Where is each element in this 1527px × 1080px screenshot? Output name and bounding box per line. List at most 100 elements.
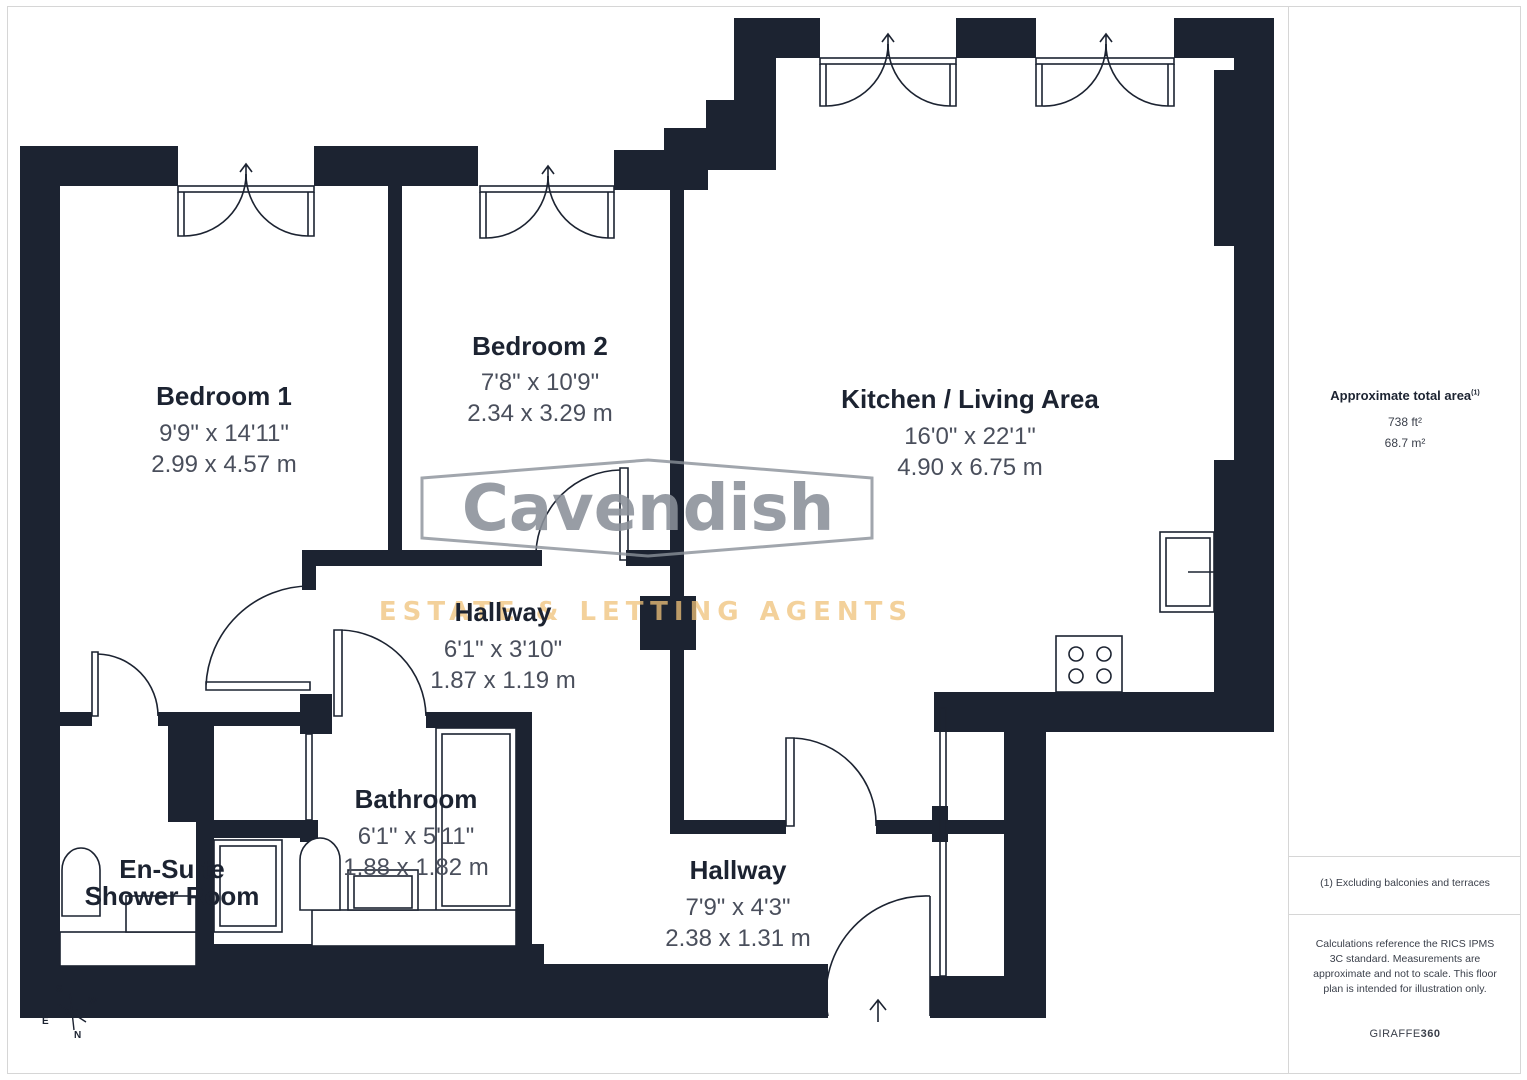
- floor-plan: Cavendish ESTATE & LETTING AGENTS Bedroo…: [20, 18, 1274, 1041]
- wall-step-1: [614, 150, 670, 190]
- kitchen-name: Kitchen / Living Area: [841, 384, 1099, 414]
- bedroom1-name: Bedroom 1: [156, 381, 292, 411]
- door-leaf-bed1-r: [245, 173, 315, 237]
- wall-top-between: [314, 146, 478, 186]
- arrow-bed2: [541, 164, 555, 184]
- area-title-text: Approximate total area: [1330, 388, 1472, 403]
- door-ensuite: [91, 651, 159, 717]
- hallway-lower-metric: 2.38 x 1.31 m: [665, 925, 810, 952]
- bathroom-basin-inner: [353, 875, 413, 909]
- door-cupboard-right: [939, 707, 947, 977]
- wall-right-notch-bottom: [1214, 460, 1244, 710]
- wall-right-notch-top: [1214, 70, 1244, 246]
- wall-bath-left-col2: [300, 820, 318, 842]
- door-entrance: [825, 895, 931, 1017]
- door-leaf-k1-l: [819, 43, 889, 107]
- wall-bath-right-low: [530, 944, 544, 974]
- wall-bottom-bath: [196, 944, 544, 974]
- area-ft: 738 ft²: [1387, 415, 1423, 429]
- watermark-tagline: ESTATE & LETTING AGENTS: [379, 597, 913, 627]
- wall-top-bedroom1: [20, 146, 178, 186]
- watermark: Cavendish ESTATE & LETTING AGENTS: [379, 458, 913, 627]
- entrance-arrow: [869, 998, 887, 1022]
- area-note: (1) Excluding balconies and terraces: [1320, 877, 1490, 889]
- wall-left: [20, 146, 60, 1018]
- bath-tub-inner: [441, 733, 511, 907]
- fixtures: [59, 531, 1215, 967]
- internal-doors: [91, 467, 947, 1022]
- wall-hall-left-stub: [302, 550, 316, 590]
- wall-hall-top: [302, 550, 542, 566]
- wall-step-2: [664, 128, 708, 190]
- hob-ring-2: [1096, 646, 1112, 662]
- bathroom-toilet: [299, 837, 341, 911]
- kitchen-metric: 4.90 x 6.75 m: [897, 454, 1042, 481]
- door-leaf-bed1-l: [177, 173, 247, 237]
- hob-ring-3: [1068, 668, 1084, 684]
- door-bathroom: [333, 629, 427, 717]
- door-bed2: [535, 467, 629, 561]
- bathroom-counter: [311, 909, 517, 947]
- giraffe-brand-name: GIRAFFE: [1369, 1028, 1421, 1040]
- compass-s: S: [56, 984, 63, 995]
- wall-lower-right-base: [930, 976, 1046, 1018]
- ensuite-toilet: [61, 847, 101, 917]
- area-m: 68.7 m²: [1384, 436, 1426, 450]
- watermark-frame: [420, 458, 874, 558]
- bedroom1-imperial: 9'9" x 14'11": [159, 420, 289, 447]
- ensuite-basin: [125, 895, 197, 933]
- arrow-bed1: [239, 162, 253, 184]
- area-footnote-marker: (1): [1471, 389, 1480, 397]
- walls: [20, 18, 1274, 1018]
- side-panel-rule-1: [1288, 856, 1521, 857]
- wall-bath-top: [426, 712, 530, 728]
- compass-needle: [57, 993, 87, 1031]
- disclaimer: Calculations reference the RICS IPMS 3C …: [1313, 938, 1497, 995]
- side-panel-divider: [1288, 6, 1289, 1074]
- door-leaf-k1-r: [887, 43, 957, 107]
- kitchen-imperial: 16'0" x 22'1": [904, 423, 1036, 450]
- bathroom-name: Bathroom: [355, 784, 478, 814]
- wall-bed2-kitchen: [670, 186, 684, 834]
- giraffe-brand-suffix: 360: [1420, 1028, 1441, 1040]
- door-leaf-k2-r: [1105, 43, 1175, 107]
- cupboard-hall: [305, 733, 313, 821]
- window-bed1: [177, 185, 315, 193]
- wall-lower-right: [1004, 692, 1046, 1018]
- wall-ensuite-mid: [214, 820, 314, 838]
- compass-w: W: [88, 996, 98, 1007]
- hallway-upper-name: Hallway: [455, 597, 552, 627]
- wall-bath-left-col: [300, 694, 332, 734]
- room-labels: Bedroom 1 9'9" x 14'11" 2.99 x 4.57 m Be…: [85, 331, 1100, 952]
- wall-kitchen-bottom: [934, 692, 1274, 732]
- side-panel-rule-2: [1288, 914, 1521, 915]
- balcony-doors: [177, 32, 1175, 239]
- wall-lower-hall-top: [670, 820, 786, 834]
- door-bed1: [205, 585, 311, 691]
- wall-bed-divider: [388, 186, 402, 564]
- door-kitchen: [785, 737, 877, 827]
- arrow-k2: [1099, 32, 1113, 56]
- door-leaf-bed2-l: [479, 175, 549, 239]
- area-title: Approximate total area(1): [1290, 388, 1520, 403]
- bathroom-imperial: 6'1" x 5'11": [358, 823, 475, 850]
- bedroom2-name: Bedroom 2: [472, 331, 608, 361]
- wall-ensuite-right: [196, 822, 214, 972]
- ensuite-name-line2: Shower Room: [85, 881, 260, 911]
- hallway-upper-imperial: 6'1" x 3'10": [444, 636, 562, 663]
- window-kitchen-1: [819, 57, 957, 65]
- wall-lower-post-left: [934, 692, 946, 706]
- wall-bath-right: [516, 712, 532, 948]
- bedroom1-metric: 2.99 x 4.57 m: [151, 451, 296, 478]
- watermark-brand: Cavendish: [462, 472, 834, 546]
- wall-ensuite-top: [20, 712, 92, 726]
- wall-column: [640, 596, 696, 650]
- wall-ensuite-block: [168, 712, 214, 822]
- hallway-upper-metric: 1.87 x 1.19 m: [430, 667, 575, 694]
- hob-ring-4: [1096, 668, 1112, 684]
- hallway-lower-imperial: 7'9" x 4'3": [686, 894, 791, 921]
- compass-e: E: [42, 1016, 49, 1027]
- arrow-k1: [881, 32, 895, 56]
- compass-n: N: [74, 1030, 81, 1041]
- wall-top-kitchen-2: [956, 18, 1036, 58]
